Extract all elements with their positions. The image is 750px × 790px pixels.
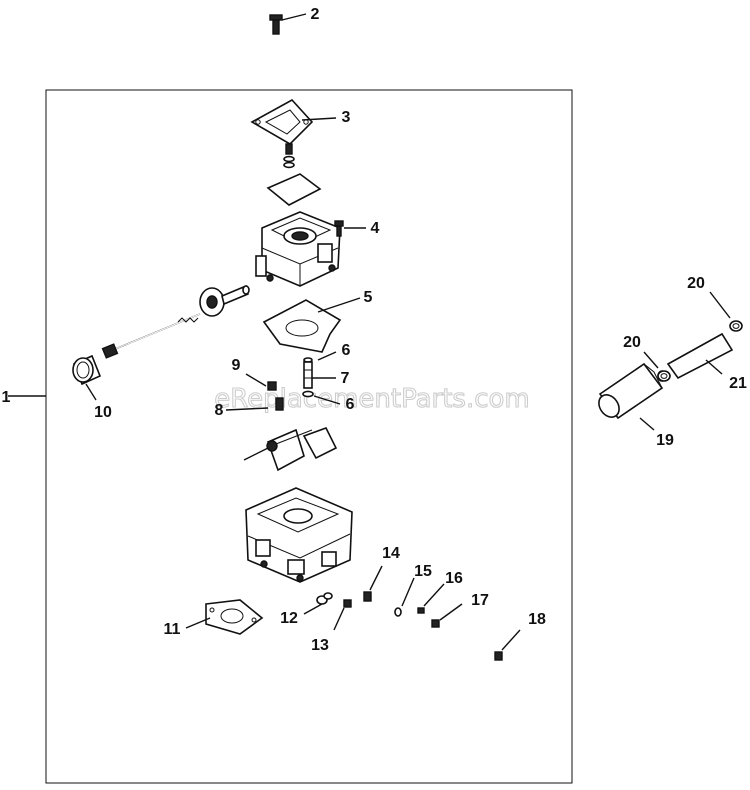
callout-6b: 6 <box>346 396 355 413</box>
callout-labels: 2 3 4 5 6 6 7 8 9 10 11 12 13 14 15 16 1… <box>2 6 747 654</box>
callout-9: 9 <box>232 357 241 374</box>
callout-7: 7 <box>341 370 350 387</box>
callout-1: 1 <box>2 389 11 406</box>
part-flange-gasket <box>205 599 264 635</box>
part-screw-8-9 <box>267 381 284 411</box>
part-cover-gasket <box>250 98 314 146</box>
assembly-frame <box>45 89 573 784</box>
callout-14: 14 <box>382 545 400 562</box>
callout-18: 18 <box>528 611 546 628</box>
leader-lines <box>8 13 731 651</box>
callout-5: 5 <box>364 289 373 306</box>
callout-4: 4 <box>371 220 380 237</box>
callout-21: 21 <box>729 375 747 392</box>
callout-15: 15 <box>414 563 432 580</box>
callout-12: 12 <box>280 610 298 627</box>
part-fuel-filter <box>598 362 667 420</box>
callout-20b: 20 <box>687 275 705 292</box>
part-small-screw-stack <box>283 143 295 169</box>
part-throttle-shaft-assembly <box>101 284 250 359</box>
callout-11: 11 <box>164 621 181 638</box>
callout-10: 10 <box>94 404 112 421</box>
callout-20a: 20 <box>623 334 641 351</box>
part-fuel-hose <box>657 320 743 382</box>
callout-13: 13 <box>311 637 329 654</box>
part-screw-top <box>269 14 283 35</box>
watermark: eReplacementParts.com <box>214 384 530 414</box>
callout-16: 16 <box>445 570 463 587</box>
part-float <box>243 427 338 472</box>
part-lower-carburetor-body <box>245 487 353 583</box>
callout-8: 8 <box>215 402 224 419</box>
callout-3: 3 <box>342 109 351 126</box>
part-gasket-5 <box>262 299 342 353</box>
part-diaphragm <box>266 173 322 206</box>
part-small-hardware <box>316 591 503 661</box>
callout-2: 2 <box>311 6 320 23</box>
part-screw-4 <box>334 220 344 237</box>
part-cap <box>72 354 102 386</box>
callout-17: 17 <box>471 592 489 609</box>
part-jet <box>302 357 314 398</box>
callout-6a: 6 <box>342 342 351 359</box>
callout-19: 19 <box>656 432 674 449</box>
part-upper-carburetor-body <box>255 211 341 287</box>
